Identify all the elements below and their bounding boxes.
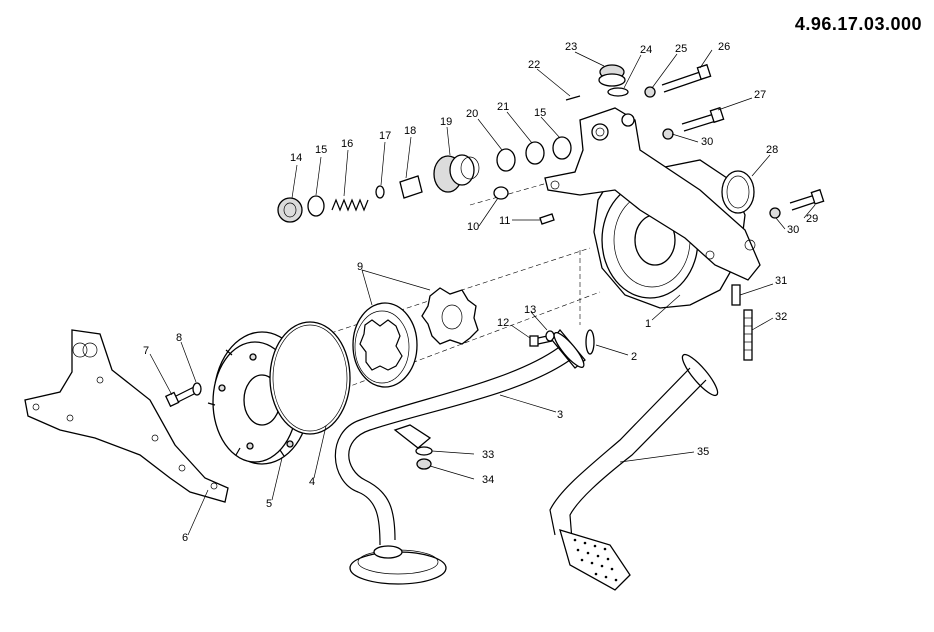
callout-14: 14 bbox=[290, 152, 302, 164]
part-33-washer bbox=[415, 446, 433, 456]
part-15-seal-ring-right bbox=[552, 136, 572, 160]
callout-12: 12 bbox=[497, 317, 509, 329]
callout-16: 16 bbox=[341, 138, 353, 150]
callout-26: 26 bbox=[718, 41, 730, 53]
part-30-washer-lower bbox=[769, 207, 781, 219]
callout-34: 34 bbox=[482, 474, 494, 486]
callout-24: 24 bbox=[640, 44, 652, 56]
callout-30-upper: 30 bbox=[701, 136, 713, 148]
callout-22: 22 bbox=[528, 59, 540, 71]
part-11-pin bbox=[539, 213, 555, 225]
part-4-o-ring bbox=[269, 321, 351, 435]
part-19-valve-body bbox=[433, 154, 480, 193]
part-18-piston bbox=[399, 175, 423, 199]
part-34-nut bbox=[416, 458, 432, 470]
callout-20: 20 bbox=[466, 108, 478, 120]
callout-17: 17 bbox=[379, 130, 391, 142]
part-5-pump-cover bbox=[207, 331, 311, 465]
callout-9: 9 bbox=[357, 261, 363, 273]
part-9-inner-rotor bbox=[421, 287, 479, 345]
callout-8: 8 bbox=[176, 332, 182, 344]
callout-28: 28 bbox=[766, 144, 778, 156]
part-10-ring bbox=[493, 186, 509, 200]
callout-2: 2 bbox=[631, 351, 637, 363]
callout-10: 10 bbox=[467, 221, 479, 233]
part-27-bolt bbox=[681, 106, 725, 132]
callout-6: 6 bbox=[182, 532, 188, 544]
callout-27: 27 bbox=[754, 89, 766, 101]
part-35-suction-pipe bbox=[549, 353, 719, 591]
callout-15-right: 15 bbox=[534, 107, 546, 119]
part-22-pin bbox=[565, 95, 581, 101]
callout-5: 5 bbox=[266, 498, 272, 510]
part-9-outer-rotor bbox=[352, 302, 418, 388]
part-28-shaft-seal bbox=[721, 170, 755, 214]
callout-25: 25 bbox=[675, 43, 687, 55]
leader-lines bbox=[149, 49, 816, 536]
callout-21: 21 bbox=[497, 101, 509, 113]
part-3-suction-pipe bbox=[334, 328, 586, 585]
part-25-washer bbox=[644, 86, 656, 98]
callout-19: 19 bbox=[440, 116, 452, 128]
part-26-bolt bbox=[661, 63, 712, 93]
callout-18: 18 bbox=[404, 125, 416, 137]
callout-31: 31 bbox=[775, 275, 787, 287]
part-2-seal-ring bbox=[585, 329, 595, 355]
part-16-spring bbox=[331, 198, 369, 212]
part-20-seal-ring bbox=[496, 148, 516, 172]
callout-30-lower: 30 bbox=[787, 224, 799, 236]
callout-13: 13 bbox=[524, 304, 536, 316]
part-14-valve-plug bbox=[277, 197, 303, 223]
callout-numbers: 1 2 3 4 5 6 7 8 9 10 11 12 13 14 15 15 1… bbox=[143, 41, 818, 544]
part-23-cap bbox=[598, 64, 626, 87]
part-17-ring bbox=[375, 185, 385, 199]
callout-15-left: 15 bbox=[315, 144, 327, 156]
part-29-bolt bbox=[789, 188, 825, 211]
part-30-washer-upper bbox=[662, 128, 674, 140]
part-8-washer bbox=[192, 382, 202, 396]
part-15-seal-ring-left bbox=[307, 195, 325, 217]
part-21-seal-ring bbox=[525, 141, 545, 165]
callout-32: 32 bbox=[775, 311, 787, 323]
part-1-pump-housing bbox=[544, 107, 761, 309]
callout-11: 11 bbox=[499, 215, 510, 227]
callout-33: 33 bbox=[482, 449, 494, 461]
part-32-stud bbox=[743, 309, 753, 361]
document-code: 4.96.17.03.000 bbox=[794, 14, 922, 34]
callout-3: 3 bbox=[557, 409, 563, 421]
callout-35: 35 bbox=[697, 446, 709, 458]
callout-7: 7 bbox=[143, 345, 149, 357]
part-24-seal bbox=[607, 87, 629, 97]
callout-4: 4 bbox=[309, 476, 315, 488]
callout-23: 23 bbox=[565, 41, 577, 53]
callout-1: 1 bbox=[645, 318, 651, 330]
part-31-stud bbox=[731, 284, 741, 306]
callout-29: 29 bbox=[806, 213, 818, 225]
part-6-mounting-plate bbox=[24, 329, 229, 503]
